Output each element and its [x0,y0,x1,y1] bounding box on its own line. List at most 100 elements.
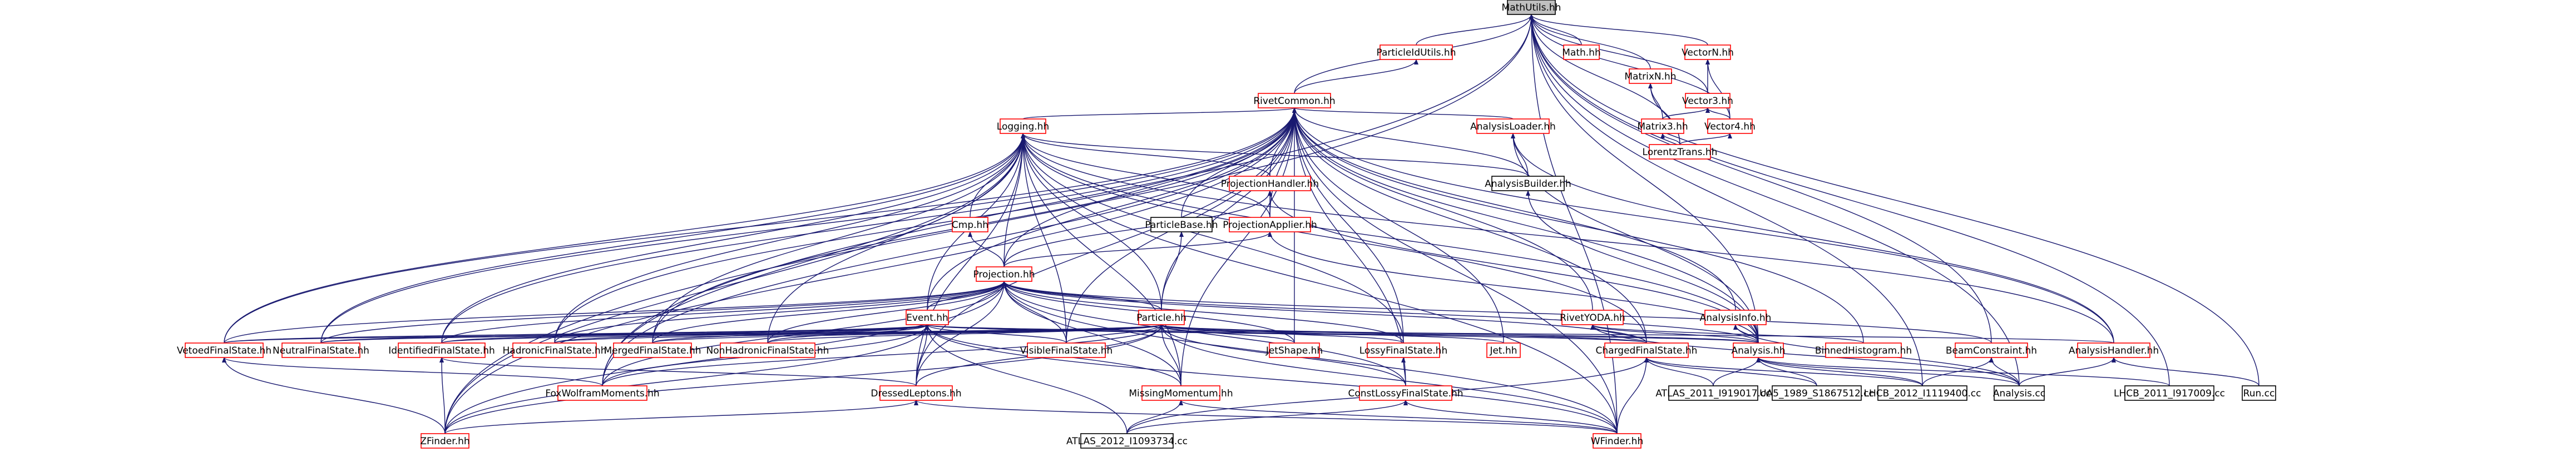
node-analysisbuilder-hh[interactable]: AnalysisBuilder.hh [1485,176,1571,191]
node-label: Jet.hh [1489,345,1517,356]
edge-rivetyoda-hh-to-binnedhistogram-hh [1590,324,1864,344]
edge-particle-hh-to-missingmomentum-hh [1159,324,1181,386]
edge-event-hh-to-neutralfinalstate-hh [320,324,929,344]
node-vectorn-hh[interactable]: VectorN.hh [1682,44,1734,60]
node-missingmomentum-hh[interactable]: MissingMomentum.hh [1129,385,1233,401]
node-lhcb-2011-i917009-cc[interactable]: LHCB_2011_I917009.cc [2114,385,2225,401]
node-box [1668,385,1758,401]
edge-projection-hh-to-hadronicfinalstate-hh [554,281,1006,344]
node-lhcb-2012-i1119400-cc[interactable]: LHCB_2012_I1119400.cc [1864,385,1981,401]
node-analysis-hh[interactable]: Analysis.hh [1732,342,1786,358]
node-vector4-hh[interactable]: Vector4.hh [1704,118,1756,134]
node-constlossyfinalstate-hh[interactable]: ConstLossyFinalState.hh [1348,385,1463,401]
node-label: ProjectionHandler.hh [1221,178,1319,190]
edge-mathutils-hh-to-run-cc [1529,14,2259,386]
node-label: RivetYODA.hh [1560,312,1625,324]
node-label: RivetCommon.hh [1253,96,1335,107]
edge-rivetcommon-hh-to-rivetyoda-hh [1292,107,1593,311]
node-nonhadronicfinalstate-hh[interactable]: NonHadronicFinalState.hh [706,342,829,358]
node-rivetcommon-hh[interactable]: RivetCommon.hh [1253,93,1336,108]
node-box [1229,217,1311,232]
node-label: MathUtils.hh [1502,2,1561,13]
node-vector3-hh[interactable]: Vector3.hh [1682,93,1733,108]
node-projectionapplier-hh[interactable]: ProjectionApplier.hh [1223,217,1317,232]
node-label: DressedLeptons.hh [871,388,961,399]
node-particlebase-hh[interactable]: ParticleBase.hh [1145,217,1218,232]
node-foxwolframmoments-hh[interactable]: FoxWolframMoments.hh [545,385,660,401]
edge-rivetcommon-hh-to-logging-hh [1022,107,1297,120]
node-label: Event.hh [906,312,948,324]
node-vetoedfinalstate-hh[interactable]: VetoedFinalState.hh [177,342,271,358]
edge-logging-hh-to-dressedleptons-hh [916,133,1025,386]
node-label: NonHadronicFinalState.hh [706,345,829,356]
edge-particle-hh-to-zfinder-hh [444,324,1164,434]
node-lorentztrans-hh[interactable]: LorentzTrans.hh [1643,144,1718,160]
node-chargedfinalstate-hh[interactable]: ChargedFinalState.hh [1596,342,1698,358]
node-binnedhistogram-hh[interactable]: BinnedHistogram.hh [1815,342,1912,358]
node-box [1141,385,1220,401]
edge-rivetcommon-hh-to-particle-hh [1161,107,1297,311]
node-label: ProjectionApplier.hh [1223,220,1317,231]
node-mergedfinalstate-hh[interactable]: MergedFinalState.hh [604,342,701,358]
node-lossyfinalstate-hh[interactable]: LossyFinalState.hh [1359,342,1447,358]
node-math-hh[interactable]: Math.hh [1562,44,1601,60]
node-label: AnalysisBuilder.hh [1485,178,1571,190]
node-particleidutils-hh[interactable]: ParticleIdUtils.hh [1377,44,1456,60]
node-cmp-hh[interactable]: Cmp.hh [952,217,988,232]
node-mathutils-hh[interactable]: MathUtils.hh [1502,0,1561,15]
node-analysishandler-hh[interactable]: AnalysisHandler.hh [2069,342,2159,358]
node-beamconstraint-hh[interactable]: BeamConstraint.hh [1946,342,2037,358]
edge-event-hh-to-atlas-2012-i1093734-cc [925,324,1128,434]
edge-rivetcommon-hh-to-foxwolframmoments-hh [602,107,1297,386]
node-event-hh[interactable]: Event.hh [906,310,949,325]
node-zfinder-hh[interactable]: ZFinder.hh [420,433,470,449]
node-neutralfinalstate-hh[interactable]: NeutralFinalState.hh [273,342,369,358]
edge-logging-hh-to-visiblefinalstate-hh [1021,133,1067,344]
node-wfinder-hh[interactable]: WFinder.hh [1591,433,1643,449]
node-label: BinnedHistogram.hh [1815,345,1912,356]
edge-event-hh-to-analysishandler-hh [926,324,2114,344]
node-box [1593,433,1641,449]
edge-vector4-hh-to-lorentztrans-hh [1679,133,1732,145]
edge-projection-hh-to-analysis-hh [1002,281,1759,344]
node-particle-hh[interactable]: Particle.hh [1136,310,1186,325]
node-box [1877,385,1967,401]
node-label: BeamConstraint.hh [1946,345,2037,356]
edge-mathutils-hh-to-vector3-hh [1529,14,1708,94]
edge-projection-hh-to-chargedfinalstate-hh [1002,281,1647,344]
edge-logging-hh-to-particle-hh [1021,133,1162,311]
node-label: MergedFinalState.hh [604,345,701,356]
node-logging-hh[interactable]: Logging.hh [997,118,1049,134]
node-box [1994,385,2045,401]
node-projection-hh[interactable]: Projection.hh [973,266,1035,282]
node-hadronicfinalstate-hh[interactable]: HadronicFinalState.hh [503,342,607,358]
node-matrixn-hh[interactable]: MatrixN.hh [1624,68,1677,84]
node-layer: MathUtils.hhParticleIdUtils.hhRivetCommo… [177,0,2276,449]
node-run-cc[interactable]: Run.cc [2242,385,2276,401]
node-atlas-2011-i919017-cc[interactable]: ATLAS_2011_I919017.cc [1655,385,1771,401]
node-ua5-1989-s1867512-cc[interactable]: UA5_1989_S1867512.cc [1759,385,1874,401]
node-matrix3-hh[interactable]: Matrix3.hh [1637,118,1688,134]
node-visiblefinalstate-hh[interactable]: VisibleFinalState.hh [1020,342,1113,358]
node-jet-hh[interactable]: Jet.hh [1486,342,1521,358]
node-analysisinfo-hh[interactable]: AnalysisInfo.hh [1700,310,1772,325]
node-atlas-2012-i1093734-cc[interactable]: ATLAS_2012_I1093734.cc [1066,433,1188,449]
node-jetshape-hh[interactable]: JetShape.hh [1265,342,1323,358]
node-analysisloader-hh[interactable]: AnalysisLoader.hh [1470,118,1556,134]
edge-event-hh-to-zfinder-hh [444,324,929,434]
edge-mathutils-hh-to-matrixn-hh [1529,14,1651,69]
node-dressedleptons-hh[interactable]: DressedLeptons.hh [871,385,962,401]
node-analysis-cc[interactable]: Analysis.cc [1993,385,2045,401]
edge-beamconstraint-hh-to-analysis-cc [1989,357,2020,386]
edge-logging-hh-to-wfinder-hh [1021,133,1618,434]
node-label: Analysis.cc [1993,388,2045,399]
node-label: ATLAS_2012_I1093734.cc [1066,436,1188,447]
edge-particle-hh-to-foxwolframmoments-hh [602,324,1164,386]
node-box [1000,118,1046,134]
node-projectionhandler-hh[interactable]: ProjectionHandler.hh [1221,176,1319,191]
node-identifiedfinalstate-hh[interactable]: IdentifiedFinalState.hh [388,342,495,358]
node-label: ParticleBase.hh [1145,220,1218,231]
node-box [1704,310,1767,325]
node-rivetyoda-hh[interactable]: RivetYODA.hh [1560,310,1625,325]
edge-rivetyoda-hh-to-analysis-cc [1590,324,2020,386]
